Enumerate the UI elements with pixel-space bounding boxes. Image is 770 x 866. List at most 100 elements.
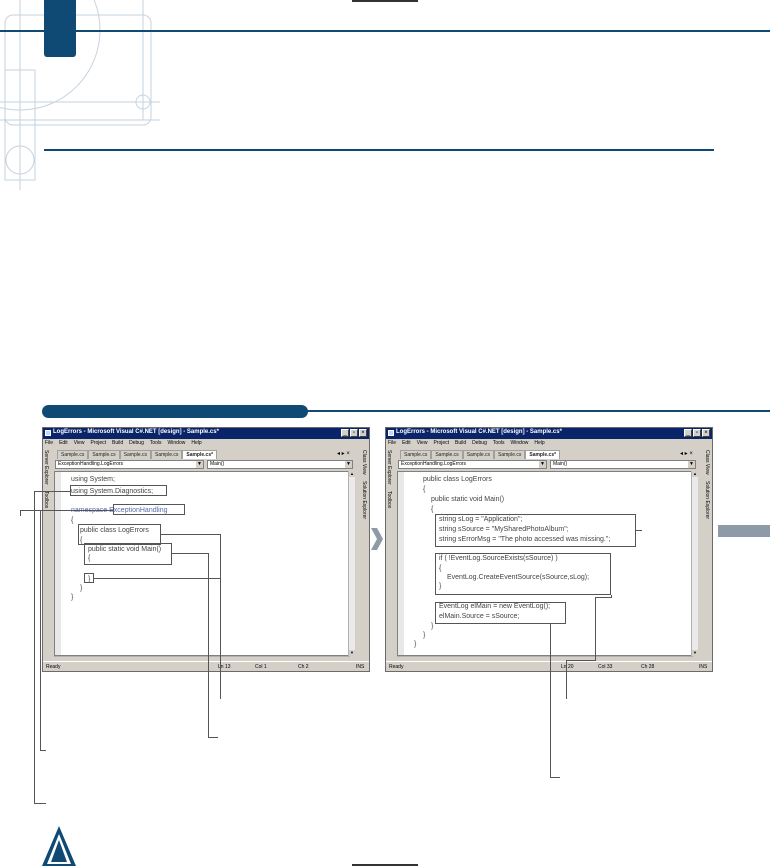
left-sidebar: Server Explorer Toolbox	[43, 450, 52, 660]
member-dropdown[interactable]: Main() ▼	[550, 460, 696, 469]
code-editor[interactable]: public class LogErrors { public static v…	[397, 471, 693, 656]
vertical-scrollbar[interactable]: ▲ ▼	[348, 471, 355, 656]
doc-tab[interactable]: Sample.cs	[400, 450, 432, 459]
corner-decoration	[0, 0, 160, 190]
menu-edit[interactable]: Edit	[402, 440, 411, 446]
menu-debug[interactable]: Debug	[472, 440, 487, 446]
top-center-mark	[352, 0, 418, 2]
side-edge-tab	[718, 525, 770, 537]
solution-explorer-tab[interactable]: Solution Explorer	[704, 480, 710, 519]
member-dropdown[interactable]: Main() ▼	[207, 460, 353, 469]
code-line: }	[71, 594, 74, 601]
doc-tab[interactable]: Sample.cs	[57, 450, 89, 459]
callout-box	[78, 524, 161, 545]
window-maximize-icon[interactable]: ▫	[350, 429, 358, 437]
callout-line	[636, 530, 642, 531]
code-line: {	[423, 486, 426, 493]
menu-build[interactable]: Build	[455, 440, 467, 446]
logo-triangle-icon	[42, 826, 76, 866]
window-minimize-icon[interactable]: _	[341, 429, 349, 437]
code-line: }	[80, 585, 83, 592]
status-line: Ln 13	[218, 664, 231, 670]
window-title: LogErrors - Microsoft Visual C#.NET [des…	[396, 429, 562, 435]
callout-line	[220, 534, 221, 699]
code-editor[interactable]: using System; using System.Diagnostics; …	[54, 471, 350, 656]
menu-file[interactable]: File	[45, 440, 54, 446]
member-dropdown-value: Main()	[210, 461, 225, 467]
code-line: public class LogErrors	[80, 527, 149, 534]
doc-tab[interactable]: Sample.cs	[119, 450, 152, 459]
horizontal-scrollbar[interactable]	[397, 656, 693, 661]
menu-project[interactable]: Project	[433, 440, 449, 446]
menu-build[interactable]: Build	[112, 440, 124, 446]
menu-help[interactable]: Help	[534, 440, 545, 446]
menu-view[interactable]: View	[73, 440, 85, 446]
code-line: {	[80, 537, 83, 544]
menu-help[interactable]: Help	[191, 440, 202, 446]
code-line: }	[88, 576, 91, 583]
menu-view[interactable]: View	[416, 440, 428, 446]
horizontal-scrollbar[interactable]	[54, 656, 350, 661]
doc-tab[interactable]: Sample.cs	[462, 450, 495, 459]
menu-file[interactable]: File	[388, 440, 397, 446]
menu-window[interactable]: Window	[167, 440, 186, 446]
doc-tab[interactable]: Sample.cs	[151, 450, 183, 459]
code-line: string sErrorMsg = "The photo accessed w…	[439, 536, 611, 543]
tab-nav-icons[interactable]: ◂ ▸ ×	[680, 451, 693, 457]
bottom-center-mark	[352, 864, 418, 866]
status-col: Col 33	[598, 664, 613, 670]
status-line: Ln 20	[561, 664, 574, 670]
scroll-up-icon[interactable]: ▲	[692, 471, 698, 477]
callout-line	[208, 553, 209, 737]
class-view-tab[interactable]: Class View	[361, 450, 367, 475]
header-rule-top	[0, 30, 770, 32]
window-close-icon[interactable]: ×	[359, 429, 367, 437]
solution-explorer-tab[interactable]: Solution Explorer	[361, 480, 367, 519]
right-sidebar: Class View Solution Explorer	[361, 450, 369, 660]
callout-line	[20, 510, 21, 516]
tab-nav-icons[interactable]: ◂ ▸ ×	[337, 451, 350, 457]
doc-tab[interactable]: Sample.cs	[88, 450, 120, 459]
status-ch: Ch 28	[641, 664, 655, 670]
doc-tab-active[interactable]: Sample.cs*	[525, 450, 561, 459]
server-explorer-tab[interactable]: Server Explorer	[43, 450, 49, 485]
callout-line	[34, 491, 70, 492]
callout-line	[34, 491, 35, 804]
doc-tab-active[interactable]: Sample.cs*	[182, 450, 218, 459]
menu-tools[interactable]: Tools	[149, 440, 162, 446]
menu-edit[interactable]: Edit	[59, 440, 68, 446]
scroll-up-icon[interactable]: ▲	[349, 471, 355, 477]
callout-line	[611, 595, 612, 597]
menu-tools[interactable]: Tools	[492, 440, 505, 446]
class-dropdown[interactable]: ExceptionHandling.LogErrors ▼	[55, 460, 204, 469]
scroll-down-icon[interactable]: ▼	[349, 650, 355, 656]
window-maximize-icon[interactable]: ▫	[693, 429, 701, 437]
toolbox-tab[interactable]: Toolbox	[43, 490, 49, 508]
doc-tab[interactable]: Sample.cs	[431, 450, 463, 459]
code-line: using System;	[71, 476, 115, 483]
menu-bar: File Edit View Project Build Debug Tools…	[388, 440, 545, 449]
callout-box	[84, 543, 172, 565]
menu-window[interactable]: Window	[510, 440, 529, 446]
vertical-scrollbar[interactable]: ▲ ▼	[691, 471, 698, 656]
menu-project[interactable]: Project	[90, 440, 106, 446]
class-dropdown[interactable]: ExceptionHandling.LogErrors ▼	[398, 460, 547, 469]
callout-box	[435, 602, 566, 624]
callout-line	[94, 578, 220, 579]
doc-tab[interactable]: Sample.cs	[494, 450, 526, 459]
menu-debug[interactable]: Debug	[129, 440, 144, 446]
app-icon	[45, 430, 51, 436]
code-line: string sLog = "Application";	[439, 516, 523, 523]
right-ide-window: LogErrors - Microsoft Visual C#.NET [des…	[385, 427, 713, 672]
callout-line	[40, 510, 41, 750]
code-line: namespace ExceptionHandling	[71, 507, 168, 514]
scroll-down-icon[interactable]: ▼	[692, 650, 698, 656]
callout-line	[34, 803, 46, 804]
window-minimize-icon[interactable]: _	[684, 429, 692, 437]
class-view-tab[interactable]: Class View	[704, 450, 710, 475]
server-explorer-tab[interactable]: Server Explorer	[386, 450, 392, 485]
code-line: string sSource = "MySharedPhotoAlbum";	[439, 526, 569, 533]
window-close-icon[interactable]: ×	[702, 429, 710, 437]
callout-line	[550, 624, 551, 777]
toolbox-tab[interactable]: Toolbox	[386, 490, 392, 508]
